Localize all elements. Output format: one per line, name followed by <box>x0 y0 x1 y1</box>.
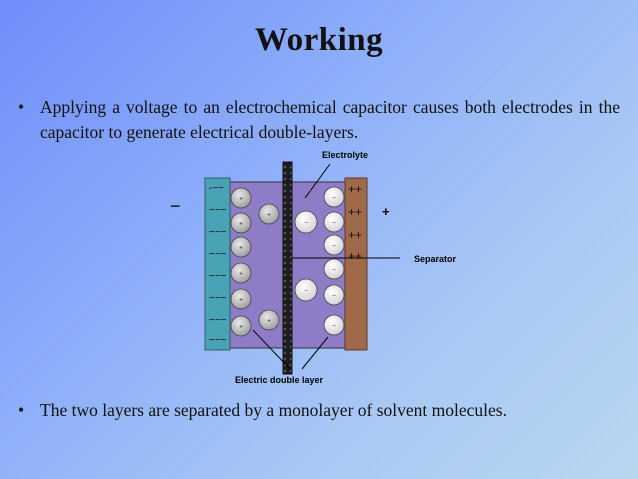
bullet-monolayer: • The two layers are separated by a mono… <box>18 398 620 423</box>
anion-ion-sign: − <box>332 324 336 330</box>
cation-ion-sign: + <box>239 325 243 331</box>
cation-ion: + <box>230 212 252 234</box>
anion-ion-sign: − <box>304 289 308 295</box>
anion-ion-sign: − <box>332 221 336 227</box>
negative-electrode <box>204 177 231 351</box>
electrode-charge-mark: ++ <box>348 182 362 196</box>
negative-terminal-sign: − <box>170 196 181 216</box>
electrode-charge-mark: ++ <box>348 205 362 219</box>
anion-ion-sign: − <box>332 294 336 300</box>
bullet-text: Applying a voltage to an electrochemical… <box>40 97 620 142</box>
electrode-charge-mark: −−− <box>209 271 227 282</box>
electrode-charge-mark: ++ <box>348 228 362 242</box>
anion-ion: − <box>323 314 345 336</box>
cation-ion-sign: + <box>239 246 243 252</box>
cation-ion-sign: + <box>267 319 271 325</box>
anion-ion-sign: − <box>332 196 336 202</box>
electrode-charge-mark: −−− <box>209 227 227 238</box>
anion-ion-sign: − <box>332 244 336 250</box>
cation-ion-sign: + <box>267 213 271 219</box>
anion-ion-sign: − <box>304 221 308 227</box>
cation-ion-sign: + <box>239 197 243 203</box>
electrode-charge-mark: −−− <box>209 315 227 326</box>
cation-ion: + <box>258 203 280 225</box>
double-layer-label: Electric double layer <box>235 375 324 385</box>
separator <box>282 161 293 375</box>
cation-ion: + <box>230 288 252 310</box>
anion-ion: − <box>323 211 345 233</box>
anion-ion: − <box>323 258 345 280</box>
cation-ion: + <box>230 262 252 284</box>
electrode-charge-mark: -−− <box>209 183 224 194</box>
anion-ion: − <box>323 234 345 256</box>
anion-ion: − <box>323 186 345 208</box>
bullet-marker: • <box>18 97 25 117</box>
cation-ion-sign: + <box>239 222 243 228</box>
bullet-marker: • <box>18 400 25 420</box>
cation-ion: + <box>230 187 252 209</box>
anion-ion: − <box>294 210 318 234</box>
electrolyte-label: Electrolyte <box>322 150 368 160</box>
double-layer-leader-line <box>301 336 329 370</box>
slide-title: Working <box>254 22 384 58</box>
electrode-charge-mark: −−− <box>209 335 227 346</box>
positive-terminal-sign: + <box>382 204 390 219</box>
cation-ion: + <box>258 309 280 331</box>
cation-ion: + <box>230 315 252 337</box>
bullet-voltage: • Applying a voltage to an electrochemic… <box>18 95 620 145</box>
electrode-charge-mark: −−− <box>209 205 227 216</box>
cation-ion-sign: + <box>239 272 243 278</box>
separator-label: Separator <box>414 254 457 264</box>
double-layer-leader-line <box>252 329 291 370</box>
anion-ion: − <box>294 278 318 302</box>
double-layer-diagram: -−− −−− −−− −−− −−− −−− −−− −−− ++ ++ ++… <box>170 150 457 385</box>
electrode-charge-mark: ++ <box>348 249 362 263</box>
cation-ion-sign: + <box>239 298 243 304</box>
cation-ion: + <box>230 236 252 258</box>
bullet-text: The two layers are separated by a monola… <box>40 400 507 420</box>
electrode-charge-mark: −−− <box>209 249 227 260</box>
anion-ion: − <box>323 284 345 306</box>
anion-ion-sign: − <box>332 268 336 274</box>
electrode-charge-mark: −−− <box>209 293 227 304</box>
positive-electrode <box>344 177 368 351</box>
electrolyte-leader-line <box>304 163 331 199</box>
